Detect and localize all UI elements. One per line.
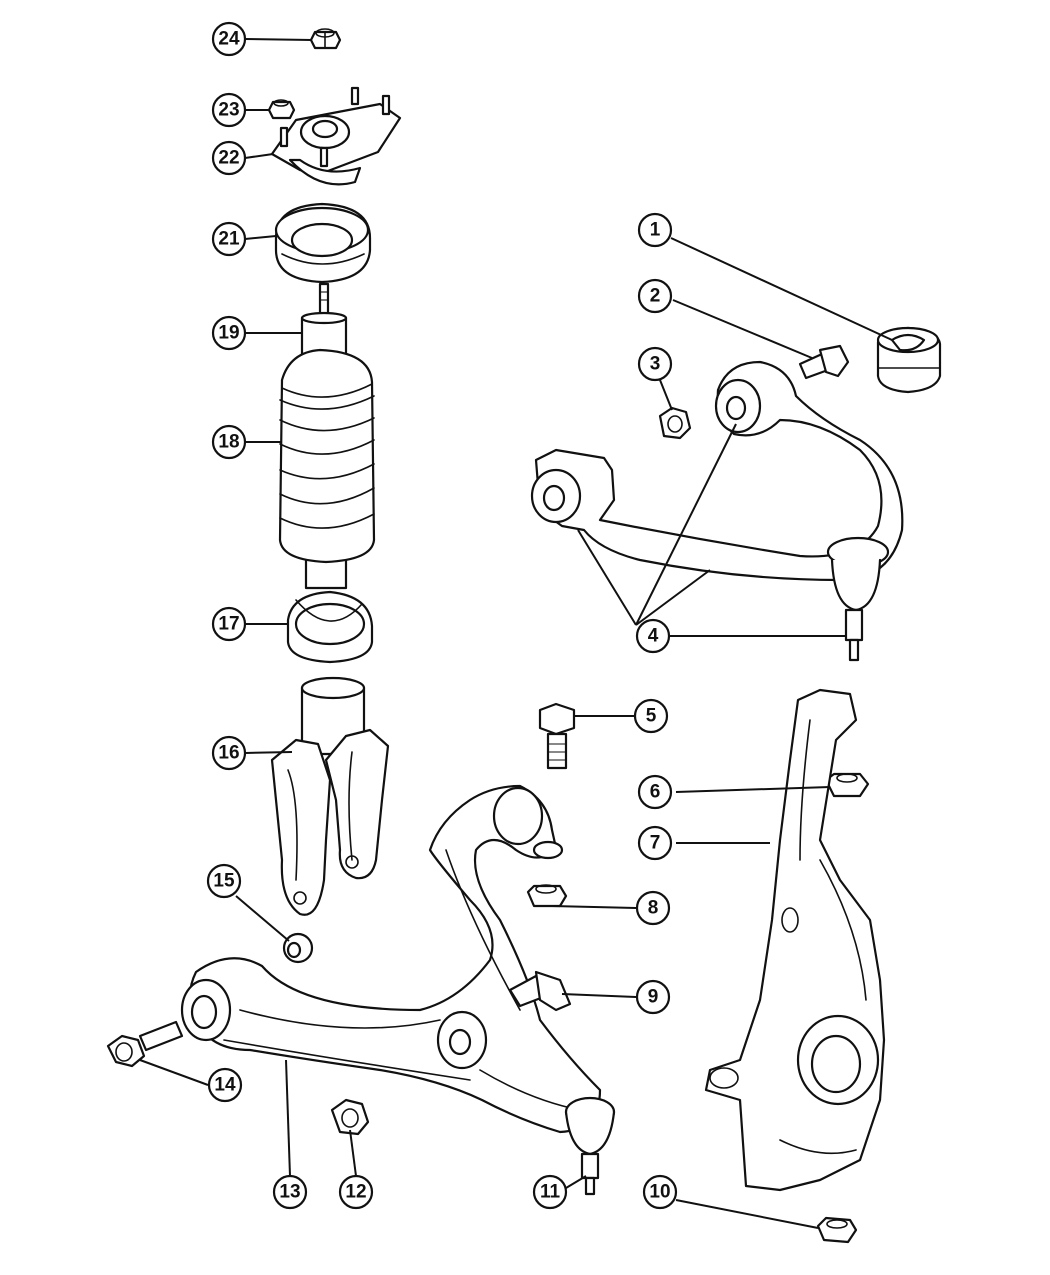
part-15-bushing-drawing	[282, 932, 314, 964]
callout-3-label: 3	[650, 354, 661, 375]
leader-12	[349, 1129, 357, 1177]
part-3-nut-drawing	[658, 406, 692, 440]
callout-14-label: 14	[214, 1075, 236, 1096]
part-11-ball-joint-drawing	[564, 1096, 616, 1196]
leader-16	[244, 751, 293, 754]
callout-13-label: 13	[279, 1182, 300, 1203]
callout-16-label: 16	[218, 743, 239, 764]
callout-21-label: 21	[218, 229, 240, 250]
leader-4b	[635, 423, 737, 626]
callout-17-label: 17	[218, 614, 239, 635]
callout-1: 1	[637, 212, 673, 248]
part-4-upper-control-arm-drawing	[530, 360, 904, 662]
callout-3: 3	[637, 346, 673, 382]
callout-8-label: 8	[648, 898, 659, 919]
callout-11: 11	[532, 1174, 568, 1210]
part-18-coil-spring-drawing	[278, 348, 376, 564]
leader-22	[244, 153, 274, 159]
callout-6-label: 6	[650, 782, 661, 803]
callout-16: 16	[211, 735, 247, 771]
leader-2	[672, 299, 813, 359]
callout-22: 22	[211, 140, 247, 176]
leader-8	[551, 905, 637, 909]
leader-3	[659, 379, 673, 411]
callout-1-label: 1	[650, 220, 661, 241]
leader-21	[244, 235, 277, 240]
leader-14	[139, 1059, 209, 1086]
part-17-lower-isolator-drawing	[286, 590, 374, 664]
callout-23: 23	[211, 92, 247, 128]
part-21-upper-isolator-drawing	[274, 202, 372, 284]
callout-8: 8	[635, 890, 671, 926]
callout-12: 12	[338, 1174, 374, 1210]
callout-17: 17	[211, 606, 247, 642]
leader-10	[675, 1199, 819, 1229]
part-6-nut-drawing	[824, 772, 870, 798]
leader-9	[561, 993, 637, 998]
callout-22-label: 22	[218, 148, 239, 169]
leader-24	[244, 38, 313, 41]
part-24-nut-drawing	[309, 28, 342, 50]
callout-4: 4	[635, 618, 671, 654]
callout-18-label: 18	[218, 432, 239, 453]
callout-15-label: 15	[213, 871, 235, 892]
part-9-bolt-drawing	[508, 970, 572, 1012]
part-16-strut-clevis-drawing	[270, 676, 390, 916]
callout-13: 13	[272, 1174, 308, 1210]
leader-4c	[635, 569, 711, 626]
part-22-upper-mount-drawing	[270, 86, 402, 186]
leader-lines	[139, 38, 893, 1229]
part-1-bushing-drawing	[876, 326, 942, 394]
callout-23-label: 23	[218, 100, 239, 121]
callout-7-label: 7	[650, 833, 661, 854]
callout-18: 18	[211, 424, 247, 460]
callout-12-label: 12	[345, 1182, 366, 1203]
callout-14: 14	[207, 1067, 243, 1103]
leader-13	[285, 1059, 291, 1177]
callout-10-label: 10	[649, 1182, 670, 1203]
part-8-nut-drawing	[526, 884, 568, 908]
callout-15: 15	[206, 863, 242, 899]
leader-11	[565, 1175, 587, 1189]
part-12-nut-drawing	[330, 1098, 370, 1136]
callout-21: 21	[211, 221, 247, 257]
part-14-bolt-drawing	[106, 1020, 184, 1068]
callout-11-label: 11	[540, 1182, 561, 1203]
callout-2-label: 2	[650, 286, 661, 307]
callout-9: 9	[635, 979, 671, 1015]
callout-5-label: 5	[646, 706, 657, 727]
callout-7: 7	[637, 825, 673, 861]
part-5-bolt-drawing	[538, 702, 576, 770]
part-10-nut-drawing	[816, 1216, 858, 1244]
callout-2: 2	[637, 278, 673, 314]
part-23-nut-drawing	[267, 99, 296, 120]
callout-19: 19	[211, 315, 247, 351]
callout-5: 5	[633, 698, 669, 734]
callout-9-label: 9	[648, 987, 659, 1008]
callout-24-label: 24	[218, 29, 240, 50]
callout-24: 24	[211, 21, 247, 57]
part-7-steering-knuckle-drawing	[704, 688, 886, 1192]
callout-4-label: 4	[648, 626, 659, 647]
part-2-bolt-drawing	[798, 344, 850, 380]
leader-1	[670, 237, 893, 341]
callout-6: 6	[637, 774, 673, 810]
leader-4a	[577, 529, 637, 626]
callout-19-label: 19	[218, 323, 239, 344]
leader-15	[235, 895, 290, 942]
part-13-lower-control-arm-drawing	[180, 784, 602, 1134]
callout-10: 10	[642, 1174, 678, 1210]
leader-6	[675, 786, 831, 793]
